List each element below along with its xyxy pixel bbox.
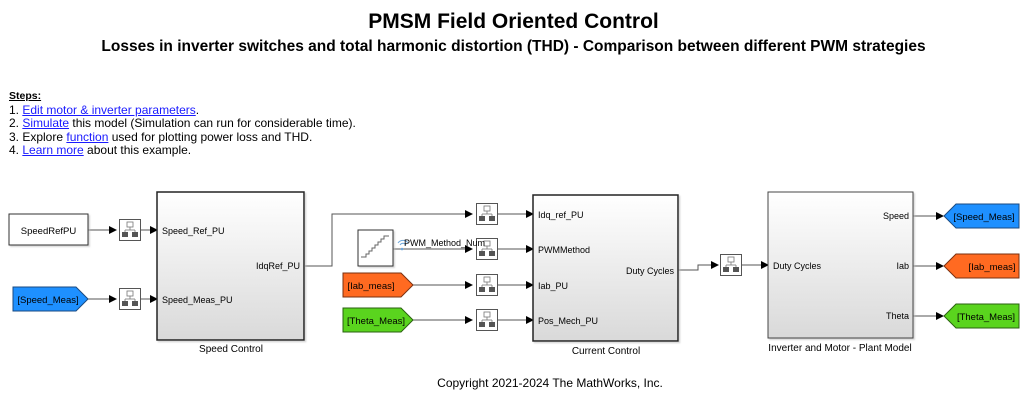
rate-transition-icon[interactable] <box>476 309 498 331</box>
from-speed-meas-block[interactable]: [Speed_Meas] <box>12 286 89 312</box>
goto-speed-meas-block[interactable]: [Speed_Meas] <box>943 203 1020 229</box>
step-text: used for plotting power loss and THD. <box>108 129 313 144</box>
function-link[interactable]: function <box>66 129 109 144</box>
step-text: about this example. <box>83 143 192 158</box>
speed-control-block[interactable]: Speed_Ref_PU Speed_Meas_PU IdqRef_PU Spe… <box>156 191 305 355</box>
speed-ref-block[interactable]: SpeedRefPU <box>8 213 89 246</box>
pwm-method-signal-label: PWM_Method_Num <box>404 238 485 248</box>
signal-logging-icon <box>397 239 409 246</box>
line-duty[interactable] <box>678 261 719 271</box>
goto-iab-meas-label: [Iab_meas] <box>969 262 1016 273</box>
port-idq-ref-pu: Idq_ref_PU <box>538 210 584 220</box>
step-text: 3. Explore <box>9 129 67 144</box>
step-text: . <box>195 102 200 117</box>
speed-control-caption: Speed Control <box>199 344 263 355</box>
step-text: 2. <box>9 116 23 131</box>
from-speed-meas-label: [Speed_Meas] <box>17 295 78 306</box>
port-iab-pu: Iab_PU <box>538 281 568 291</box>
step-text: 4. <box>9 143 23 158</box>
step-2: 2. Simulate this model (Simulation can r… <box>9 116 356 131</box>
port-duty-cycles-in: Duty Cycles <box>773 261 822 271</box>
from-iab-meas-label: [Iab_meas] <box>348 281 395 292</box>
rate-transition-icon[interactable] <box>720 254 742 276</box>
inverter-motor-plant-block[interactable]: Duty Cycles Speed Iab Theta Inverter and… <box>767 191 914 354</box>
model-subtitle: Losses in inverter switches and total ha… <box>101 38 926 55</box>
step-4: 4. Learn more about this example. <box>9 144 356 158</box>
from-theta-meas-block[interactable]: [Theta_Meas] <box>342 307 414 333</box>
port-pos-mech-pu: Pos_Mech_PU <box>538 316 598 326</box>
step-3: 3. Explore function used for plotting po… <box>9 129 356 145</box>
model-title: PMSM Field Oriented Control <box>368 10 659 33</box>
step-text: this model (Simulation can run for consi… <box>69 116 356 131</box>
port-speed-meas-pu: Speed_Meas_PU <box>162 295 233 305</box>
port-pwm-method: PWMMethod <box>538 245 590 255</box>
rate-transition-icon[interactable] <box>476 203 498 225</box>
from-iab-meas-block[interactable]: [Iab_meas] <box>342 272 414 298</box>
steps-heading: Steps: <box>9 90 42 102</box>
port-idqref-pu: IdqRef_PU <box>256 261 300 271</box>
edit-parameters-link[interactable]: Edit motor & inverter parameters <box>22 102 196 117</box>
staircase-icon <box>361 235 389 258</box>
port-iab: Iab <box>896 261 909 271</box>
plant-caption: Inverter and Motor - Plant Model <box>768 343 911 354</box>
rate-transition-icon[interactable] <box>476 274 498 296</box>
rate-transition-icon[interactable] <box>119 219 141 241</box>
goto-iab-meas-block[interactable]: [Iab_meas] <box>943 253 1020 279</box>
rate-transition-icon[interactable] <box>119 288 141 310</box>
port-duty-cycles-out: Duty Cycles <box>626 266 675 276</box>
port-speed: Speed <box>883 211 909 221</box>
goto-speed-meas-label: [Speed_Meas] <box>953 212 1014 223</box>
steps-annotation: Steps: 1. Edit motor & inverter paramete… <box>9 90 356 158</box>
goto-theta-meas-label: [Theta_Meas] <box>957 312 1015 323</box>
port-theta: Theta <box>886 311 909 321</box>
learn-more-link[interactable]: Learn more <box>22 143 84 158</box>
step-text: 1. <box>9 102 23 117</box>
step-1: 1. Edit motor & inverter parameters. <box>9 102 356 118</box>
copyright-notice: Copyright 2021-2024 The MathWorks, Inc. <box>437 376 663 390</box>
from-theta-meas-label: [Theta_Meas] <box>347 316 405 327</box>
current-control-caption: Current Control <box>572 346 640 357</box>
goto-theta-meas-block[interactable]: [Theta_Meas] <box>943 303 1020 329</box>
speed-ref-label: SpeedRefPU <box>21 226 77 237</box>
line-idqref[interactable] <box>305 210 473 267</box>
simulate-link[interactable]: Simulate <box>22 116 70 131</box>
port-speed-ref-pu: Speed_Ref_PU <box>162 226 225 236</box>
signal-lines <box>88 210 944 324</box>
current-control-block[interactable]: Idq_ref_PU PWMMethod Iab_PU Pos_Mech_PU … <box>532 194 679 357</box>
pwm-method-source-block[interactable]: PWM_Method_Num <box>357 229 485 267</box>
